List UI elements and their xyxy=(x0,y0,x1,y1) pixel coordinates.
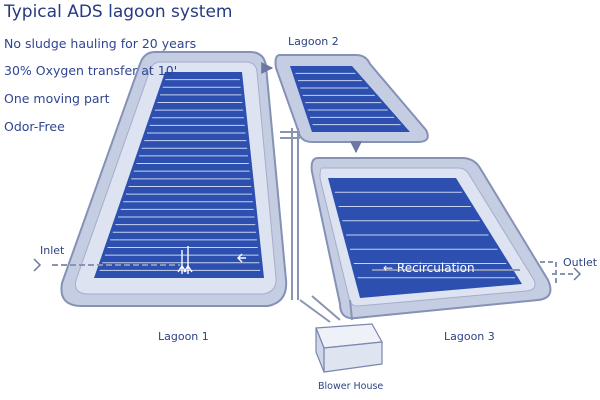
aerator-marker xyxy=(177,246,193,274)
blower-house-side xyxy=(315,327,325,373)
inlet-arrow-icon xyxy=(33,258,42,272)
lagoon-3-label: Lagoon 3 xyxy=(444,330,495,343)
left-arrow-icon: ← xyxy=(383,261,394,275)
feature-moving-part: One moving part xyxy=(4,91,110,106)
lagoon-1-return-arrow xyxy=(237,253,246,263)
outlet-pipe xyxy=(540,261,557,286)
lagoon-2 xyxy=(274,54,429,143)
feature-odor-free: Odor-Free xyxy=(4,119,65,134)
lagoon-1-label: Lagoon 1 xyxy=(158,330,209,343)
blower-house-front xyxy=(323,341,383,373)
recirculation-callout: ← Recirculation xyxy=(383,261,475,275)
blower-house-label: Blower House xyxy=(318,381,384,392)
inlet-label: Inlet xyxy=(40,244,65,257)
pipe-network xyxy=(52,62,574,323)
lagoon-3-water xyxy=(328,178,522,298)
blower-feed-pipes xyxy=(299,295,353,323)
lagoon-3-aeration-lines xyxy=(334,191,516,279)
feature-no-sludge: No sludge hauling for 20 years xyxy=(4,36,197,51)
lagoon-2-aeration-lines xyxy=(295,72,401,126)
lagoon-1-water xyxy=(94,72,264,278)
lagoon-2-water xyxy=(290,66,410,132)
diagram-title: Typical ADS lagoon system xyxy=(4,2,233,22)
lagoon-1-aeration-lines xyxy=(99,79,261,271)
lagoon-1 xyxy=(60,51,288,307)
vertical-riser xyxy=(291,128,299,300)
lagoon-2-label: Lagoon 2 xyxy=(288,35,339,48)
outlet-label: Outlet xyxy=(563,256,598,269)
outlet-arrow-icon xyxy=(573,267,582,281)
cross-connector xyxy=(280,131,300,139)
lagoon-3 xyxy=(310,157,552,320)
feature-oxygen-transfer: 30% Oxygen transfer at 10' xyxy=(4,63,178,78)
blower-house xyxy=(315,323,383,373)
recirculation-label: Recirculation xyxy=(396,261,475,275)
